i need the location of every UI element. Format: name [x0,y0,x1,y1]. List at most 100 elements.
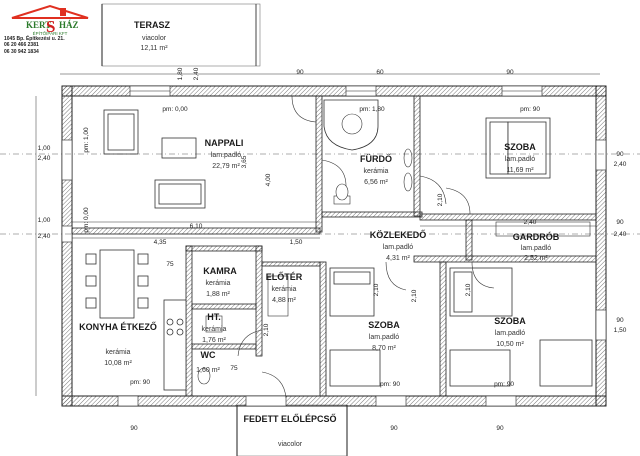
company-address: 1045 Bp. Építkezési u. 21. 06 20 466 238… [4,36,100,55]
dim-90-r3: 90 [616,317,624,324]
room-kozlekedo-label: KÖZLEKEDŐ lam.padló 4,31 m² [370,229,427,262]
bed [485,117,551,179]
phone-line-2: 06 30 942 1834 [4,48,39,55]
exterior-walls [61,85,607,407]
room-name: WC [201,350,216,360]
dim-pm-180: pm: 1,80 [359,106,385,113]
room-name: ELŐTÉR [266,271,303,282]
room-ht-label: HT. kerámia 1,76 m² [202,312,227,344]
room-name: KÖZLEKEDŐ [370,229,427,240]
dim-435: 4,35 [154,239,167,246]
dim-pm-090-b: pm: 90 [130,379,150,386]
room-terrace-label: TERASZ viacolor 12,11 m² [134,20,171,52]
address-line: 1045 Bp. Építkezési u. 21. [4,36,65,42]
dim-75: 75 [166,261,174,268]
wardrobe-eloter [267,275,289,317]
room-name: KONYHA ÉTKEZŐ [79,321,157,332]
room-area: 4,31 m² [386,255,410,262]
door-swings [237,95,495,399]
room-material: lam.padló [369,334,399,341]
sofa-2 [154,179,206,209]
room-name: SZOBA [368,320,400,330]
wc-toilet [197,367,211,385]
dim-90-r: 90 [616,151,624,158]
room-area: 2,52 m² [524,255,548,262]
room-szoba1-label: SZOBA lam.padló 11,69 m² [504,142,536,174]
wardrobe-gardrob [495,221,591,237]
logo-brand-left: KERT [26,20,51,30]
sink [403,148,413,192]
dim-240: 2,40 [38,155,51,162]
vertical-dimension-labels: 3,65 4,00 1,80 2,40 pm: 1,00 pm: 0,00 2,… [83,67,472,336]
company-logo: KERT S HÁZ ÉPÍTŐIPARI KFT [4,4,96,36]
room-material: kerámia [272,286,297,293]
room-wc-label: WC 1,60 m² [196,350,220,374]
dim-pm-090: pm: 90 [520,106,540,113]
room-name: GARDRÓB [513,231,560,242]
dim-90-top2: 90 [506,69,514,76]
room-area: 12,11 m² [140,45,168,52]
dim-90-bot: 90 [130,425,138,432]
dim-pm-000: pm: 0,00 [162,106,188,113]
dim-210-c: 2,10 [437,193,444,206]
room-szoba3-label: SZOBA lam.padló 10,50 m² [494,316,526,348]
dim-365: 3,65 [241,155,248,168]
room-name: TERASZ [134,20,171,30]
dim-pm-090-d: pm: 90 [494,381,514,388]
dim-150-r: 1,50 [614,327,627,334]
dim-pm-090-c: pm: 90 [380,381,400,388]
room-material: kerámia [202,326,227,333]
room-nappali-label: NAPPALI lam.padló 22,79 m² [205,138,244,170]
room-name: SZOBA [494,316,526,326]
dim-210-e: 2,10 [263,323,270,336]
bed-2 [329,267,381,387]
dim-180: 1,80 [177,67,184,80]
dim-240-b: 2,40 [38,233,51,240]
room-gardrob-label: GARDRÓB lam.padló 2,52 m² [513,231,560,262]
room-material: lam.padló [505,156,535,163]
room-name: FÜRDŐ [360,153,392,164]
dim-100-b: 1,00 [38,217,51,224]
room-area: 22,79 m² [212,163,240,170]
room-name: NAPPALI [205,138,244,148]
room-material: lam.padló [495,330,525,337]
room-name: SZOBA [504,142,536,152]
room-name: FEDETT ELŐLÉPCSŐ [243,413,336,424]
room-furdo-label: FÜRDŐ kerámia 6,56 m² [360,153,392,186]
phone-line-1: 06 20 466 2381 [4,42,39,49]
coffee-table [161,137,197,159]
dimension-chain [35,73,600,396]
logo-brand-right: HÁZ [59,20,79,30]
dim-90-bot3: 90 [390,425,398,432]
room-kamra-label: KAMRA kerámia 1,88 m² [203,266,237,298]
bathtub [323,99,379,151]
dim-75-b: 75 [230,365,238,372]
room-konyha-label: KONYHA ÉTKEZŐ kerámia 10,08 m² [79,321,157,367]
dim-90-r2: 90 [616,219,624,226]
dim-610: 6,10 [190,223,203,230]
room-area: 1,76 m² [202,337,226,344]
dim-60-top: 60 [376,69,384,76]
covered-porch [236,404,348,456]
room-material: kerámia [364,168,389,175]
room-area: 10,08 m² [104,360,132,367]
room-area: 1,88 m² [206,291,230,298]
sofa [103,109,139,155]
room-material: viacolor [142,35,167,42]
bed-3 [449,267,593,387]
room-szoba2-label: SZOBA lam.padló 8,70 m² [368,320,400,352]
logo-brand-mid: S [46,17,55,36]
room-material: lam.padló [211,152,241,159]
room-material: viacolor [278,441,303,448]
dim-240-r2: 2,40 [614,231,627,238]
dim-pm-000-v: pm: 0,00 [83,207,90,233]
logo-brand-sub: ÉPÍTŐIPARI KFT [33,30,68,36]
room-fedett-label: FEDETT ELŐLÉPCSŐ viacolor [243,413,336,448]
room-area: 11,69 m² [506,167,534,174]
room-name: HT. [207,312,221,322]
dim-210-b: 2,10 [465,283,472,296]
kitchen-counter [163,299,187,391]
room-material: lam.padló [383,244,413,251]
room-area: 8,70 m² [372,345,396,352]
room-area: 10,50 m² [496,341,524,348]
